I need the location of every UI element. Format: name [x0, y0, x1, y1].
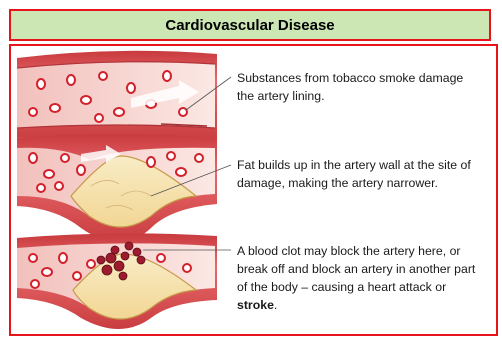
- caption-stage-2: Fat builds up in the artery wall at the …: [237, 156, 477, 192]
- artery-stage-1: [17, 51, 231, 140]
- caption-stage-3: A blood clot may block the artery here, …: [237, 242, 477, 314]
- page-title: Cardiovascular Disease: [165, 17, 334, 34]
- caption-stage-3-text: A blood clot may block the artery here, …: [237, 244, 475, 294]
- caption-stage-3-bold: stroke: [237, 298, 274, 312]
- title-bar: Cardiovascular Disease: [9, 9, 491, 41]
- diagram-panel: Substances from tobacco smoke damage the…: [9, 44, 498, 336]
- caption-stage-2-text: Fat builds up in the artery wall at the …: [237, 158, 471, 190]
- caption-stage-1-text: Substances from tobacco smoke damage the…: [237, 71, 463, 103]
- artery-stage-3: [17, 233, 231, 329]
- caption-stage-3-end: .: [274, 298, 277, 312]
- caption-stage-1: Substances from tobacco smoke damage the…: [237, 69, 477, 105]
- artery-stage-2: [17, 134, 231, 242]
